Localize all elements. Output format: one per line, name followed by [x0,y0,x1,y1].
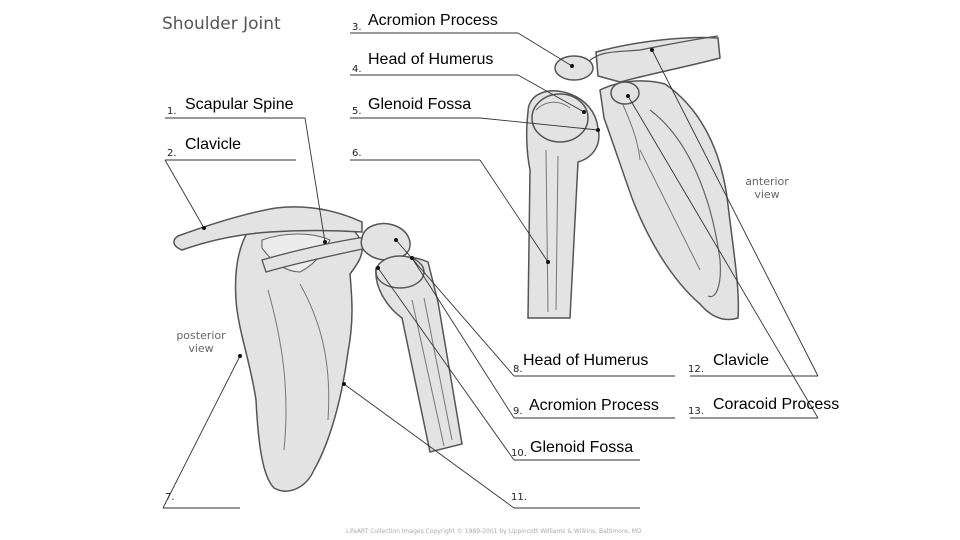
label-acromion-process-bottom: Acromion Process [529,397,659,414]
anterior-clavicle [587,35,719,63]
posterior-view-caption: posterior view [168,329,234,355]
posterior-clavicle [173,206,363,251]
label-number-4: 4. [352,64,362,75]
label-number-11: 11. [511,492,527,503]
posterior-view-line-1: posterior [176,329,226,342]
label-glenoid-fossa-bottom: Glenoid Fossa [530,439,634,456]
copyright-notice: LifeART Collection Images Copyright © 19… [346,528,642,535]
leader-lines [162,32,819,509]
anterior-scapula [595,36,740,321]
diagram-title: Shoulder Joint [162,14,281,34]
label-number-12: 12. [688,364,704,375]
label-number-2: 2. [167,148,177,159]
label-number-10: 10. [511,448,527,459]
label-number-7: 7. [165,492,175,503]
point-markers [202,48,654,386]
label-clavicle-left: Clavicle [185,136,242,153]
label-number-9: 9. [513,406,523,417]
label-glenoid-fossa-top: Glenoid Fossa [368,96,472,113]
anterior-view-line-2: view [754,188,780,201]
label-scapular-spine: Scapular Spine [185,96,294,113]
label-acromion-process-top: Acromion Process [368,12,498,29]
anterior-humerus [525,90,600,319]
anterior-coracoid [610,81,640,105]
label-number-3: 3. [352,22,362,33]
label-number-6: 6. [352,148,362,159]
anterior-view-caption: anterior view [738,175,796,201]
posterior-view-line-2: view [188,342,214,355]
anterior-acromion [554,55,594,81]
posterior-humerus [375,255,463,453]
label-number-13: 13. [688,406,704,417]
label-number-5: 5. [352,106,362,117]
label-head-of-humerus-top: Head of Humerus [368,51,494,68]
label-number-8: 8. [513,364,523,375]
label-number-1: 1. [167,106,177,117]
posterior-acromion [360,222,411,261]
label-head-of-humerus-bottom: Head of Humerus [523,352,649,369]
anterior-view-line-1: anterior [745,175,789,188]
label-clavicle-right: Clavicle [713,352,770,369]
label-coracoid-process: Coracoid Process [713,396,840,413]
